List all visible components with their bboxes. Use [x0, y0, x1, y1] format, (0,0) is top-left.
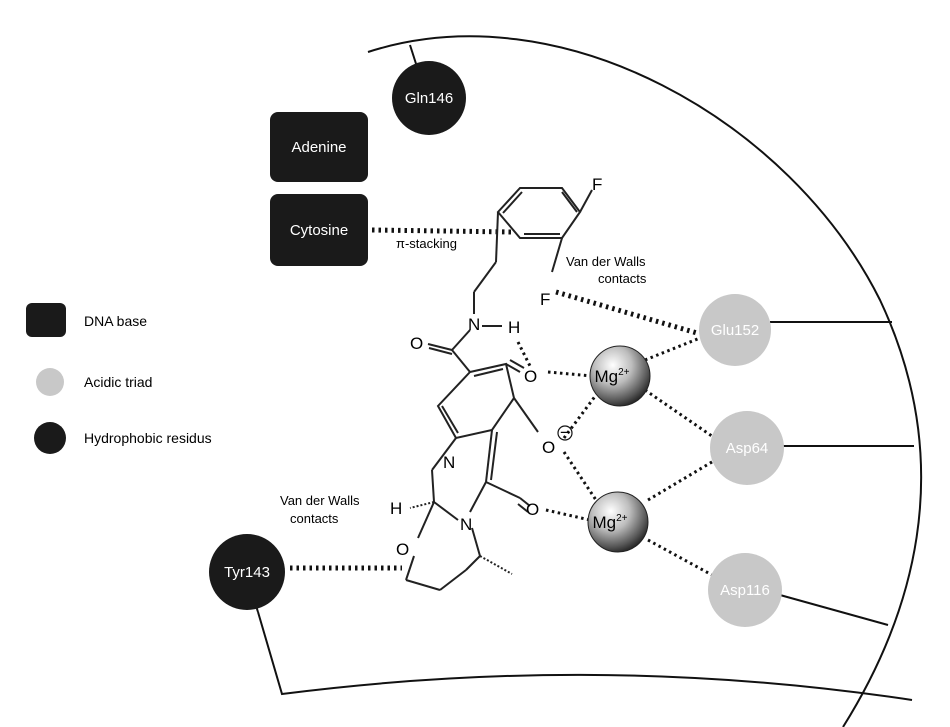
o-mg2-carbonyl-coordination: [545, 508, 591, 522]
cytosine-label: Cytosine: [290, 222, 348, 239]
pi-stacking-label: π-stacking: [396, 236, 457, 251]
vdw-left-label-1: Van der Walls: [280, 493, 360, 508]
gln146-label: Gln146: [405, 90, 453, 107]
legend-hydrophobic-label: Hydrophobic residus: [84, 430, 212, 446]
mg-bottom-symbol: Mg: [592, 513, 616, 532]
atom-o-ketone: O: [524, 367, 537, 386]
svg-text:Mg2+: Mg2+: [594, 367, 629, 386]
ligand-structure: [405, 187, 593, 591]
atom-o-enolate: O: [542, 438, 555, 457]
atom-h-amide: H: [508, 318, 520, 337]
vdw-left-label-2: contacts: [290, 511, 339, 526]
residue-asp116: Asp116: [708, 553, 782, 627]
residue-gln146: Gln146: [392, 61, 466, 135]
adenine-label: Adenine: [291, 139, 346, 156]
tyr143-label: Tyr143: [224, 564, 270, 581]
legend-acidic-triad-swatch: [36, 368, 64, 396]
legend-dna-base-label: DNA base: [84, 313, 147, 329]
residue-glu152: Glu152: [699, 294, 771, 366]
atom-f-ortho: F: [540, 290, 550, 309]
mg1-glu152-coordination: [644, 336, 701, 362]
asp116-label: Asp116: [720, 582, 770, 599]
legend-dna-base-swatch: [26, 303, 66, 337]
atom-n-ring2: N: [460, 515, 472, 534]
vdw-top-label-2: contacts: [598, 271, 647, 286]
enzyme-boundary-bottom: [257, 611, 913, 701]
glu152-label: Glu152: [711, 322, 759, 339]
atom-o-ring: O: [396, 540, 409, 559]
mg1-asp64-coordination: [644, 388, 723, 445]
atom-n-amide: N: [468, 315, 480, 334]
atom-o-carbonyl: O: [526, 500, 539, 519]
vdw-top-label-1: Van der Walls: [566, 254, 646, 269]
legend-hydrophobic-swatch: [34, 422, 66, 454]
mg-ion-top: Mg2+: [589, 345, 651, 407]
mg-top-charge: 2+: [618, 367, 630, 378]
base-cytosine: Cytosine: [270, 194, 368, 266]
vdw-f-glu152-interaction: [555, 289, 698, 336]
mg-bottom-charge: 2+: [616, 513, 628, 524]
mg-ion-bottom: Mg2+: [587, 491, 649, 553]
mg-top-symbol: Mg: [594, 367, 618, 386]
svg-text:Mg2+: Mg2+: [592, 513, 627, 532]
pi-stacking-interaction: [371, 227, 513, 235]
mg2-asp116-coordination: [647, 538, 713, 577]
atom-h-stereo: H: [390, 499, 402, 518]
asp64-label: Asp64: [726, 440, 769, 457]
atom-o-charge: −: [560, 423, 570, 442]
o-mg1-coordination: [547, 370, 593, 378]
base-adenine: Adenine: [270, 112, 368, 182]
residue-asp64: Asp64: [710, 411, 784, 485]
asp116-connector: [779, 594, 889, 626]
nh-o-hbond: [516, 341, 532, 367]
enolate-charge-circle: [557, 425, 573, 441]
atom-f-top: F: [592, 175, 602, 194]
residue-tyr143: Tyr143: [209, 534, 285, 610]
atom-o-amide: O: [410, 334, 423, 353]
o-mg2-enolate-coordination: [562, 451, 598, 501]
legend: DNA base Acidic triad Hydrophobic residu…: [26, 303, 212, 454]
mg2-asp64-coordination: [647, 454, 723, 502]
legend-acidic-triad-label: Acidic triad: [84, 374, 152, 390]
atom-n-ring1: N: [443, 453, 455, 472]
enzyme-boundary-outer: [367, 35, 923, 727]
